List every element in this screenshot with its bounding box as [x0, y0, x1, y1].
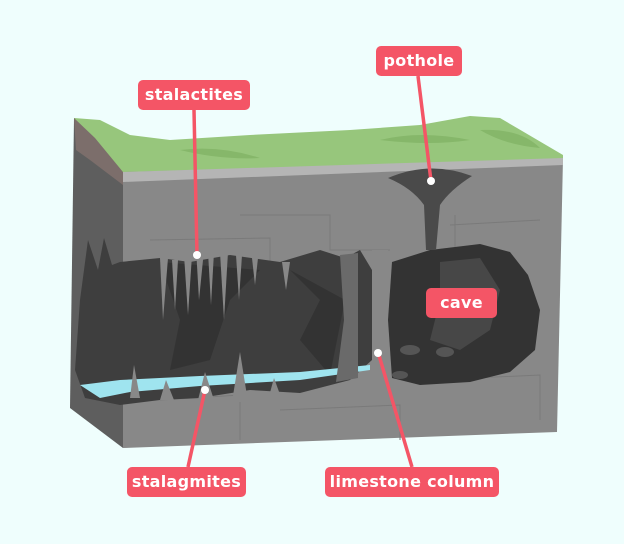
cave-shadow	[160, 262, 345, 375]
soil-side	[74, 118, 123, 185]
label-limestone-column: limestone column	[325, 467, 499, 497]
label-stalagmites: stalagmites	[127, 467, 246, 497]
label-pothole: pothole	[376, 46, 462, 76]
limestone-column	[336, 253, 358, 382]
stalagmites-marker	[201, 386, 209, 394]
stalagmites-group	[130, 352, 282, 402]
column-marker	[374, 349, 382, 357]
rock-top-band	[123, 158, 563, 182]
left-cave-chamber	[75, 238, 372, 405]
label-cave: cave	[426, 288, 497, 318]
label-stalactites: stalactites	[138, 80, 250, 110]
grass-shade	[180, 129, 540, 159]
column-gap	[372, 250, 388, 380]
stalactites-marker	[193, 251, 201, 259]
pothole-marker	[427, 177, 435, 185]
stalactites-group	[160, 248, 290, 320]
underground-water	[80, 365, 370, 398]
pothole	[388, 168, 472, 250]
